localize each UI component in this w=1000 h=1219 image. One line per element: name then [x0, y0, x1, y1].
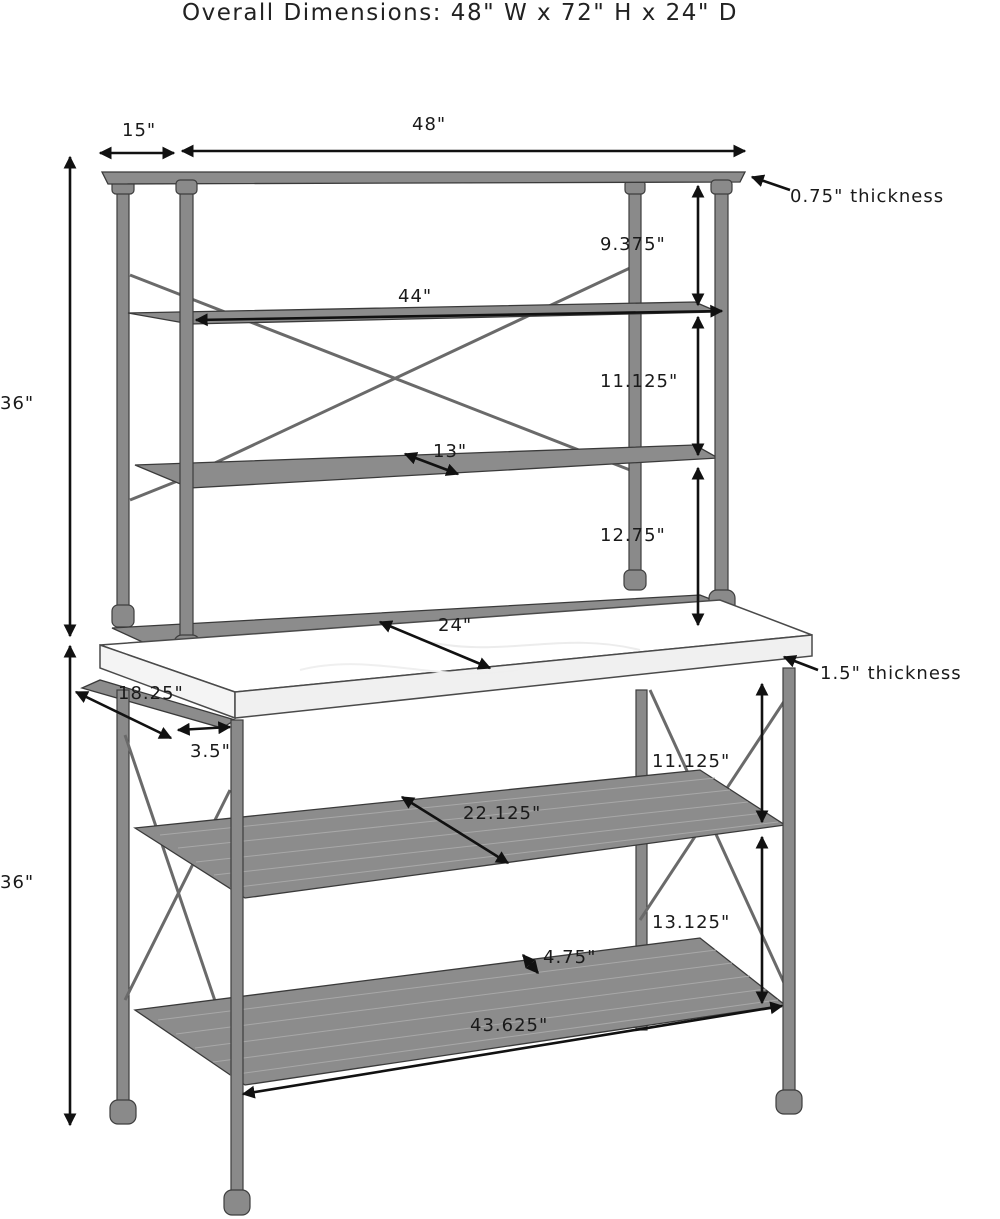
- base-back-post: [116, 689, 130, 1111]
- base-post-foot: [109, 1099, 137, 1125]
- label-counter-depth: 24": [438, 615, 472, 636]
- hutch-front-post: [179, 189, 194, 646]
- hutch-cross-brace: [199, 266, 631, 472]
- base-front-post: [782, 667, 796, 1099]
- hutch-side-brace: [129, 478, 181, 502]
- label-towel-bar-offset: 3.5": [190, 741, 231, 762]
- label-base-shelf-width: 43.625": [470, 1015, 548, 1036]
- label-base-lower-gap: 13.125": [652, 912, 730, 933]
- label-base-shelf-depth: 22.125": [463, 803, 541, 824]
- hutch-post-capital: [710, 179, 733, 195]
- label-overall-width: 48": [412, 114, 446, 135]
- hutch-post-capital: [175, 179, 198, 195]
- hutch-post-foot: [623, 569, 647, 591]
- base-front-post: [230, 719, 244, 1201]
- label-lower-hutch-gap: 12.75": [600, 525, 666, 546]
- dimension-arrows: [63, 144, 819, 1127]
- label-base-upper-gap: 11.125": [652, 751, 730, 772]
- label-hutch-shelf-depth: 13": [433, 441, 467, 462]
- label-hutch-height: 36": [0, 393, 34, 414]
- label-base-height: 36": [0, 872, 34, 893]
- hutch-front-post: [714, 189, 729, 596]
- label-hutch-shelf-width: 44": [398, 286, 432, 307]
- label-counter-thickness: 1.5" thickness: [820, 663, 962, 684]
- base-post-foot: [223, 1189, 251, 1216]
- overall-dimensions-title: Overall Dimensions: 48" W x 72" H x 24" …: [182, 0, 738, 26]
- label-side-width: 15": [122, 120, 156, 141]
- hutch-post-foot: [111, 604, 135, 628]
- hutch-back-post: [116, 189, 130, 611]
- label-towel-bar-length: 18.25": [118, 683, 184, 704]
- label-mid-gap: 11.125": [600, 371, 678, 392]
- dimension-labels: 15" 48" 0.75" thickness 36" 9.375" 44" 1…: [0, 114, 962, 1036]
- label-slat-spacing: 4.75": [543, 947, 596, 968]
- hutch-top-shelf: [100, 171, 747, 185]
- label-top-thickness: 0.75" thickness: [790, 186, 944, 207]
- base-post-foot: [775, 1089, 803, 1115]
- label-top-gap: 9.375": [600, 234, 666, 255]
